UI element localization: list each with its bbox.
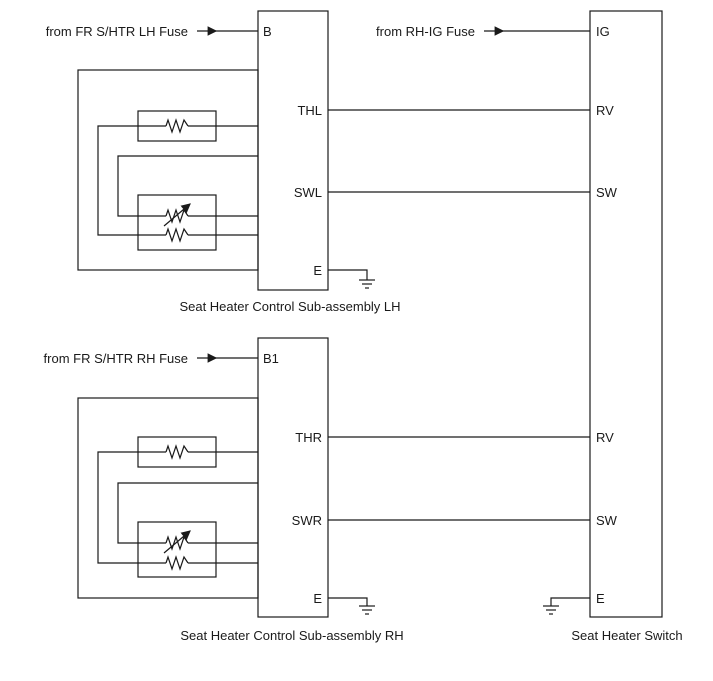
lh-thermistor-resistor-icon: [165, 227, 189, 243]
lh-control-unit-box: [257, 10, 329, 291]
switch-unit-label: Seat Heater Switch: [571, 628, 682, 643]
rh-variable-arrow-icon: [163, 530, 191, 554]
lh-variable-arrow-icon: [163, 203, 191, 227]
rh-wire-outer-loop: [97, 451, 138, 564]
rh-pin-e: E: [313, 591, 322, 606]
rh-wire-inner-loop: [117, 482, 258, 544]
lh-wire-outer-loop: [97, 125, 138, 236]
lh-fuse-label: from FR S/HTR LH Fuse: [46, 24, 188, 39]
rh-variable-resistor-icon: [165, 535, 189, 551]
switch-pin-sw-lh: SW: [596, 185, 618, 200]
switch-pin-e: E: [596, 591, 605, 606]
rh-ground-icon: [328, 597, 375, 615]
rh-heater-frame: [77, 397, 259, 599]
rh-pin-b1: B1: [263, 351, 279, 366]
lh-pin-e: E: [313, 263, 322, 278]
lh-pin-swl: SWL: [294, 185, 322, 200]
lh-pin-thl: THL: [297, 103, 322, 118]
lh-ground-icon: [328, 269, 375, 289]
rh-heater-resistor-icon: [165, 444, 189, 460]
rh-fuse-label: from FR S/HTR RH Fuse: [44, 351, 188, 366]
lh-pin-b: B: [263, 24, 272, 39]
switch-pin-rv-lh: RV: [596, 103, 614, 118]
rh-control-unit-box: [257, 337, 329, 618]
ig-fuse-label: from RH-IG Fuse: [376, 24, 475, 39]
lh-unit-label: Seat Heater Control Sub-assembly LH: [179, 299, 400, 314]
rh-pin-thr: THR: [295, 430, 322, 445]
lh-heater-resistor-icon: [165, 118, 189, 134]
switch-ground-icon: [543, 597, 590, 615]
lh-variable-resistor-icon: [165, 208, 189, 224]
switch-pin-sw-rh: SW: [596, 513, 618, 528]
lh-thermistor-box: [137, 194, 217, 251]
switch-pin-ig: IG: [596, 24, 610, 39]
rh-pin-swr: SWR: [292, 513, 322, 528]
rh-thermistor-resistor-icon: [165, 555, 189, 571]
rh-unit-label: Seat Heater Control Sub-assembly RH: [180, 628, 403, 643]
rh-thermistor-box: [137, 521, 217, 578]
seat-heater-switch-box: [589, 10, 663, 618]
switch-pin-rv-rh: RV: [596, 430, 614, 445]
lh-heater-frame: [77, 69, 259, 271]
lh-wire-inner-loop: [117, 155, 258, 217]
